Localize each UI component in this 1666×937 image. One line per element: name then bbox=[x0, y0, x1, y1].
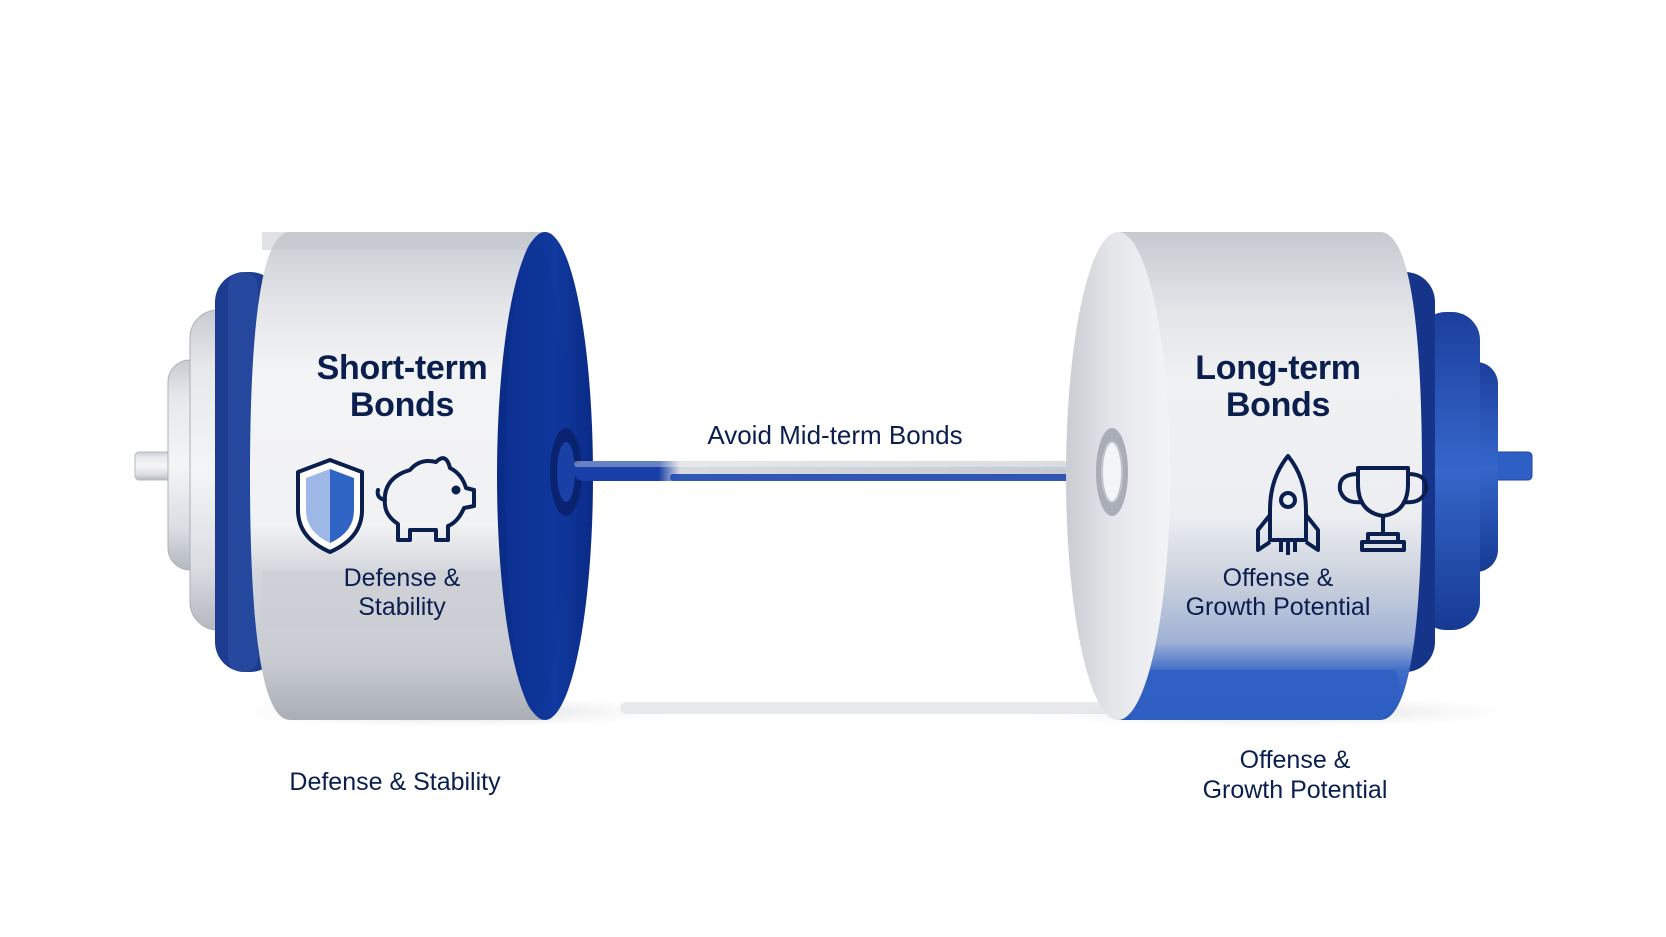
right-below-caption-line1: Offense & bbox=[1239, 746, 1351, 774]
right-weight-plate-caption-line2: Growth Potential bbox=[1185, 593, 1371, 621]
right-weight-plate-caption: Offense & Growth Potential bbox=[1143, 564, 1413, 622]
left-weight-title-line1: Short-term bbox=[316, 349, 488, 387]
right-weight bbox=[1066, 232, 1533, 720]
shield-icon bbox=[296, 458, 364, 554]
right-weight-title: Long-term Bonds bbox=[1143, 350, 1413, 423]
barbell-bar bbox=[574, 461, 1104, 481]
right-weight-title-line2: Bonds bbox=[1225, 385, 1331, 424]
bar-label: Avoid Mid-term Bonds bbox=[707, 420, 963, 450]
left-weight-title: Short-term Bonds bbox=[262, 350, 542, 423]
left-weight-plate-caption-line1: Defense & bbox=[343, 564, 461, 592]
left-below-caption: Defense & Stability bbox=[289, 768, 501, 796]
right-below-caption: Offense & Growth Potential bbox=[1150, 746, 1440, 805]
left-weight-plate-caption: Defense & Stability bbox=[262, 564, 542, 622]
trophy-icon bbox=[1337, 466, 1429, 552]
piggy-bank-icon bbox=[375, 456, 476, 542]
rocket-icon bbox=[1256, 454, 1320, 555]
right-below-caption-line2: Growth Potential bbox=[1202, 775, 1388, 804]
left-weight-title-line2: Bonds bbox=[349, 385, 455, 424]
left-weight-plate-caption-line2: Stability bbox=[358, 593, 446, 621]
right-weight-plate-caption-line1: Offense & bbox=[1222, 564, 1334, 592]
right-weight-title-line1: Long-term bbox=[1195, 349, 1361, 387]
